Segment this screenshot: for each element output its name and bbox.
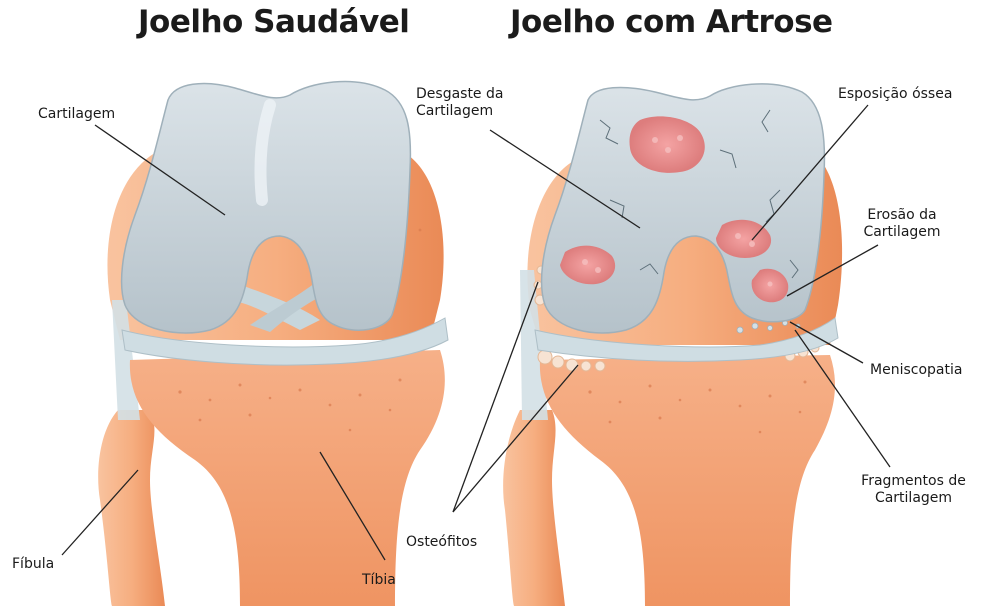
label-tibia: Tíbia bbox=[362, 572, 396, 589]
label-osteofitos: Osteófitos bbox=[406, 534, 477, 551]
healthy-fibula bbox=[98, 410, 165, 606]
label-erosao-line2: Cartilagem bbox=[852, 224, 952, 241]
arthrosis-fibula bbox=[503, 410, 565, 606]
label-fragmentos-de-cartilagem: Fragmentos de Cartilagem bbox=[846, 473, 981, 507]
label-desgaste-line1: Desgaste da bbox=[416, 86, 503, 103]
healthy-knee bbox=[98, 82, 448, 606]
healthy-tibia bbox=[130, 350, 445, 606]
label-cartilagem: Cartilagem bbox=[38, 106, 115, 123]
label-erosao-da-cartilagem: Erosão da Cartilagem bbox=[852, 207, 952, 241]
label-exposicao-ossea: Esposição óssea bbox=[838, 86, 952, 103]
label-fragmentos-line1: Fragmentos de bbox=[846, 473, 981, 490]
arthrosis-tibia bbox=[540, 355, 835, 606]
arthrosis-knee bbox=[503, 84, 842, 606]
label-desgaste-line2: Cartilagem bbox=[416, 103, 503, 120]
label-desgaste-da-cartilagem: Desgaste da Cartilagem bbox=[416, 86, 503, 120]
label-fibula: Fíbula bbox=[12, 556, 54, 573]
label-meniscopatia: Meniscopatia bbox=[870, 362, 962, 379]
label-erosao-line1: Erosão da bbox=[852, 207, 952, 224]
label-fragmentos-line2: Cartilagem bbox=[846, 490, 981, 507]
